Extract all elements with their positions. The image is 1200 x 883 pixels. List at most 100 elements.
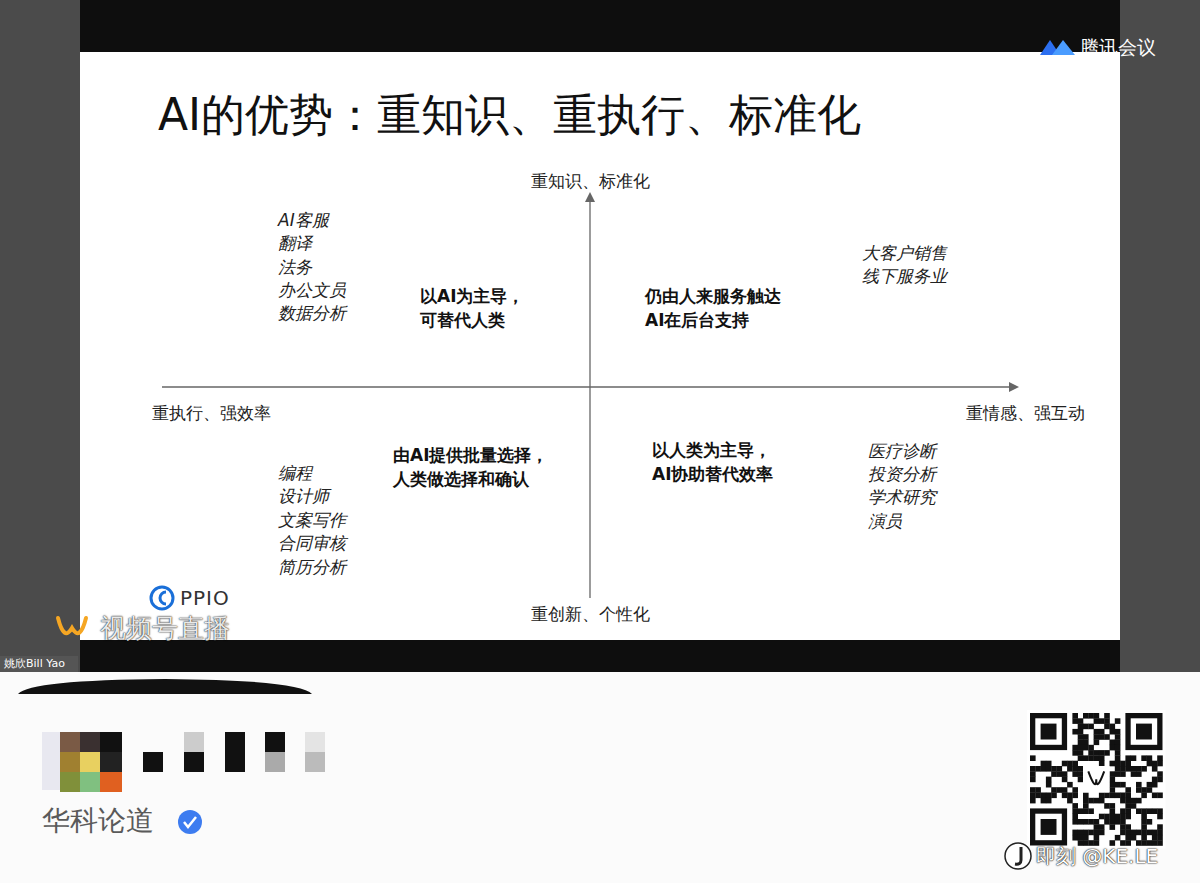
decoration-part [1072,766,1078,772]
decoration-part [1120,819,1126,825]
speaker-tag [0,656,78,672]
decoration-part [1062,771,1068,777]
vertical-axis [589,199,590,598]
decoration-part [1083,803,1089,809]
decoration-part [1125,787,1131,793]
decoration-part [1157,814,1163,820]
decoration-part [1088,830,1094,836]
decoration-part [184,732,204,752]
decoration-part [1078,718,1084,724]
decoration-part [1152,830,1158,836]
decoration-part [1157,830,1163,836]
decoration-part [1072,793,1078,799]
decoration-part [1030,766,1036,772]
decoration-part [1067,761,1073,767]
decoration-part [1041,798,1047,804]
decoration-part [305,752,325,772]
decoration-part [1147,787,1153,793]
decoration-part [80,752,100,772]
decoration-part [1062,793,1068,799]
decoration-part [1136,724,1152,740]
decoration-part [1072,803,1078,809]
horizontal-axis [162,386,1010,387]
decoration-part [1094,750,1100,756]
decoration-part [1035,793,1041,799]
decoration-part [1147,808,1153,814]
decoration-part [1088,724,1094,730]
decoration-part [1115,755,1121,761]
decoration-part [1083,835,1089,841]
decoration-part [1131,766,1137,772]
job-item: 投资分析 [868,463,936,485]
decoration-part [1083,830,1089,836]
decoration-part [1131,830,1137,836]
decoration-part [80,732,100,752]
decoration-part [1030,777,1036,783]
decoration-part [1094,713,1100,719]
decoration-part [1067,766,1073,772]
decoration-part [1072,830,1078,836]
decoration-part [1136,798,1142,804]
decoration-part [1136,782,1142,788]
decoration-part [1157,824,1163,830]
decoration-part [1136,771,1142,777]
decoration-part [265,732,285,752]
decoration-part [1083,755,1089,761]
decoration-part [1120,808,1126,814]
verified-badge [178,810,202,834]
meeting-logo-icon [1040,40,1075,55]
decoration-part [1125,803,1131,809]
brand-logo-text: PPIO [180,586,230,610]
axis-arrowhead [585,192,595,202]
decoration-part [1072,835,1078,841]
decoration-part [1072,808,1078,814]
decoration-part [1104,819,1110,825]
decoration-part [1041,724,1057,740]
decoration-part [1072,745,1078,751]
decoration-part [143,752,163,772]
decoration-part [178,810,202,834]
job-item: 文案写作 [278,509,346,531]
decoration-part [1131,835,1137,841]
decoration-part [1067,793,1073,799]
decoration-part [1099,729,1105,735]
decoration-part [1115,761,1121,767]
decoration-part [1120,824,1126,830]
decoration-part [1051,766,1057,772]
decoration-part [1057,766,1063,772]
decoration-part [100,752,122,772]
decoration-part [1104,793,1110,799]
job-item: 设计师 [278,485,329,507]
app-logo-text: 腾讯会议 [1080,36,1156,58]
quadrant-text: 以AI为主导， 可替代人类 [420,284,527,332]
decoration-part [1125,713,1162,750]
decoration-part [1030,808,1067,845]
channel-name: 华科论道 [42,804,154,838]
decoration-part [1157,771,1163,777]
decoration-part [184,817,196,827]
decoration-part [1136,830,1142,836]
decoration-part [1030,798,1036,804]
decoration-part [1041,761,1047,767]
qr-code [1027,710,1166,849]
decoration-part [1147,830,1153,836]
decoration-part [1088,745,1094,751]
pixelated-avatar [42,732,122,792]
decoration-part [1131,803,1137,809]
decoration-part [225,732,245,772]
decoration-part [100,772,122,792]
decoration-part [1125,798,1131,804]
pixelated-name [143,732,325,772]
decoration-part [1078,755,1084,761]
decoration-part [1157,777,1163,783]
decoration-part [1152,835,1158,841]
decoration-part [1110,824,1116,830]
decoration-part [60,752,80,772]
decoration-part [1110,808,1116,814]
decoration-part [1110,745,1116,751]
decoration-part [80,772,100,792]
decoration-part [1152,761,1158,767]
job-item: 医疗诊断 [868,440,936,462]
decoration-part [1072,787,1078,793]
decoration-part [1078,766,1084,772]
